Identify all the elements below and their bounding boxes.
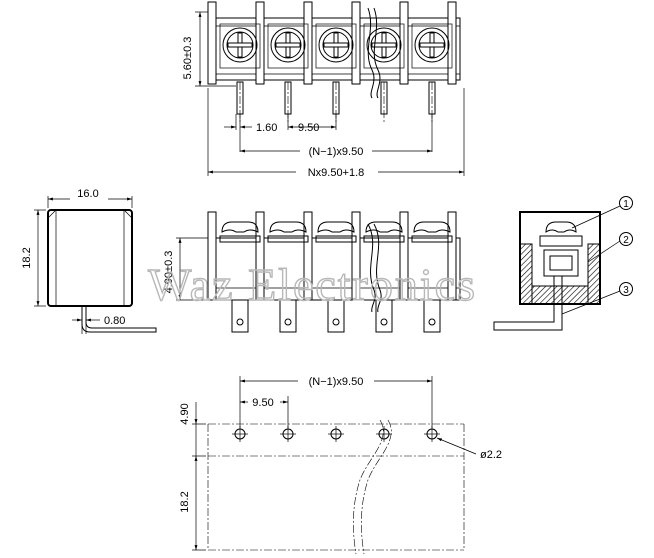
- section-base: [531, 285, 589, 305]
- section-view: [493, 205, 621, 331]
- leader-2: [587, 240, 621, 263]
- screw-profile: [365, 221, 403, 233]
- front-pin-hole: [332, 318, 340, 326]
- front-pin-hole: [284, 318, 292, 326]
- clamp-plate: [267, 235, 309, 243]
- callout-1: 1: [619, 196, 633, 210]
- break-line: [367, 7, 375, 99]
- section-box: [543, 249, 579, 277]
- screw-head: [418, 31, 446, 59]
- screw-profile: [269, 221, 307, 233]
- screw-outer: [366, 27, 402, 63]
- dim-top-pitch: 9.50: [298, 122, 319, 134]
- section-pin: [493, 276, 563, 331]
- hole-leader: [436, 437, 477, 455]
- top-terminal-cell: [363, 23, 405, 69]
- side-pin: [81, 306, 157, 333]
- break-line: [353, 419, 384, 555]
- dim-top-span: (N−1)x9.50: [309, 146, 364, 158]
- dim-top-pin-offset: 1.60: [256, 122, 277, 134]
- clamp-plate: [315, 235, 357, 243]
- front-pin: [375, 299, 393, 333]
- front-wall: [255, 211, 265, 301]
- svg-text:3: 3: [623, 285, 629, 296]
- front-pin: [327, 299, 345, 333]
- front-pin-hole: [380, 318, 388, 326]
- break-line: [373, 7, 381, 99]
- dim-bottom-height: 18.2: [179, 491, 191, 512]
- screw-outer: [222, 27, 258, 63]
- dim-hole-diameter: ø2.2: [480, 449, 502, 461]
- dim-top-height: 5.60±0.3: [182, 37, 194, 80]
- break-line: [367, 223, 376, 313]
- screw-profile: [413, 221, 451, 233]
- callout-2: 2: [619, 232, 633, 246]
- front-pin: [423, 299, 441, 333]
- screw-slot-h: [419, 42, 445, 48]
- break-line: [361, 419, 392, 555]
- top-view: [195, 1, 465, 176]
- leader-3: [561, 290, 621, 315]
- clamp-plate: [219, 235, 261, 243]
- front-pin-hole: [236, 318, 244, 326]
- front-wall: [351, 211, 361, 301]
- leader-1: [571, 205, 621, 229]
- section-screw-head: [545, 221, 577, 233]
- dim-bottom-pitch: 9.50: [252, 397, 273, 409]
- dim-bottom-row-offset: 4.90: [179, 403, 191, 424]
- section-clamp: [539, 235, 583, 247]
- top-terminal-cell: [315, 23, 357, 69]
- screw-outer: [414, 27, 450, 63]
- top-terminal-cell: [267, 23, 309, 69]
- top-terminal-cell: [219, 23, 261, 69]
- side-top-chamfer: [47, 209, 133, 219]
- front-wall: [399, 211, 409, 301]
- screw-profile: [317, 221, 355, 233]
- screw-slot-h: [275, 42, 301, 48]
- clamp-plate: [363, 235, 405, 243]
- top-wall: [207, 1, 217, 85]
- screw-head: [274, 31, 302, 59]
- break-line: [373, 223, 382, 313]
- svg-text:2: 2: [623, 235, 629, 246]
- svg-text:1: 1: [623, 199, 629, 210]
- screw-head: [370, 31, 398, 59]
- side-view: [34, 196, 157, 334]
- screw-slot-h: [227, 42, 253, 48]
- screw-outer: [318, 27, 354, 63]
- screw-slot-h: [323, 42, 349, 48]
- top-terminal-cell: [411, 23, 453, 69]
- front-pin: [231, 299, 249, 333]
- side-housing: [47, 209, 133, 307]
- screw-profile: [221, 221, 259, 233]
- section-wall-right: [587, 243, 601, 305]
- front-wall: [303, 211, 313, 301]
- dim-top-overall: Nx9.50+1.8: [308, 167, 365, 179]
- callout-3: 3: [619, 282, 633, 296]
- screw-head: [226, 31, 254, 59]
- front-wall: [207, 211, 217, 301]
- front-wall: [447, 211, 457, 301]
- front-pin-hole: [428, 318, 436, 326]
- dim-pin-thickness: 0.80: [104, 315, 125, 327]
- section-box-inner: [549, 255, 573, 271]
- dim-bottom-span: (N−1)x9.50: [309, 376, 364, 388]
- front-pin: [279, 299, 297, 333]
- front-view: [176, 211, 461, 333]
- clamp-plate: [411, 235, 453, 243]
- screw-head: [322, 31, 350, 59]
- dim-front-pin-length: 4.90±0.3: [163, 251, 175, 294]
- screw-slot-h: [371, 42, 397, 48]
- screw-outer: [270, 27, 306, 63]
- dim-side-height: 18.2: [21, 247, 33, 268]
- dim-side-width: 16.0: [77, 188, 98, 200]
- watermark: Waz Electronics: [148, 259, 477, 310]
- section-wall-left: [519, 243, 533, 305]
- bottom-view: [192, 376, 477, 555]
